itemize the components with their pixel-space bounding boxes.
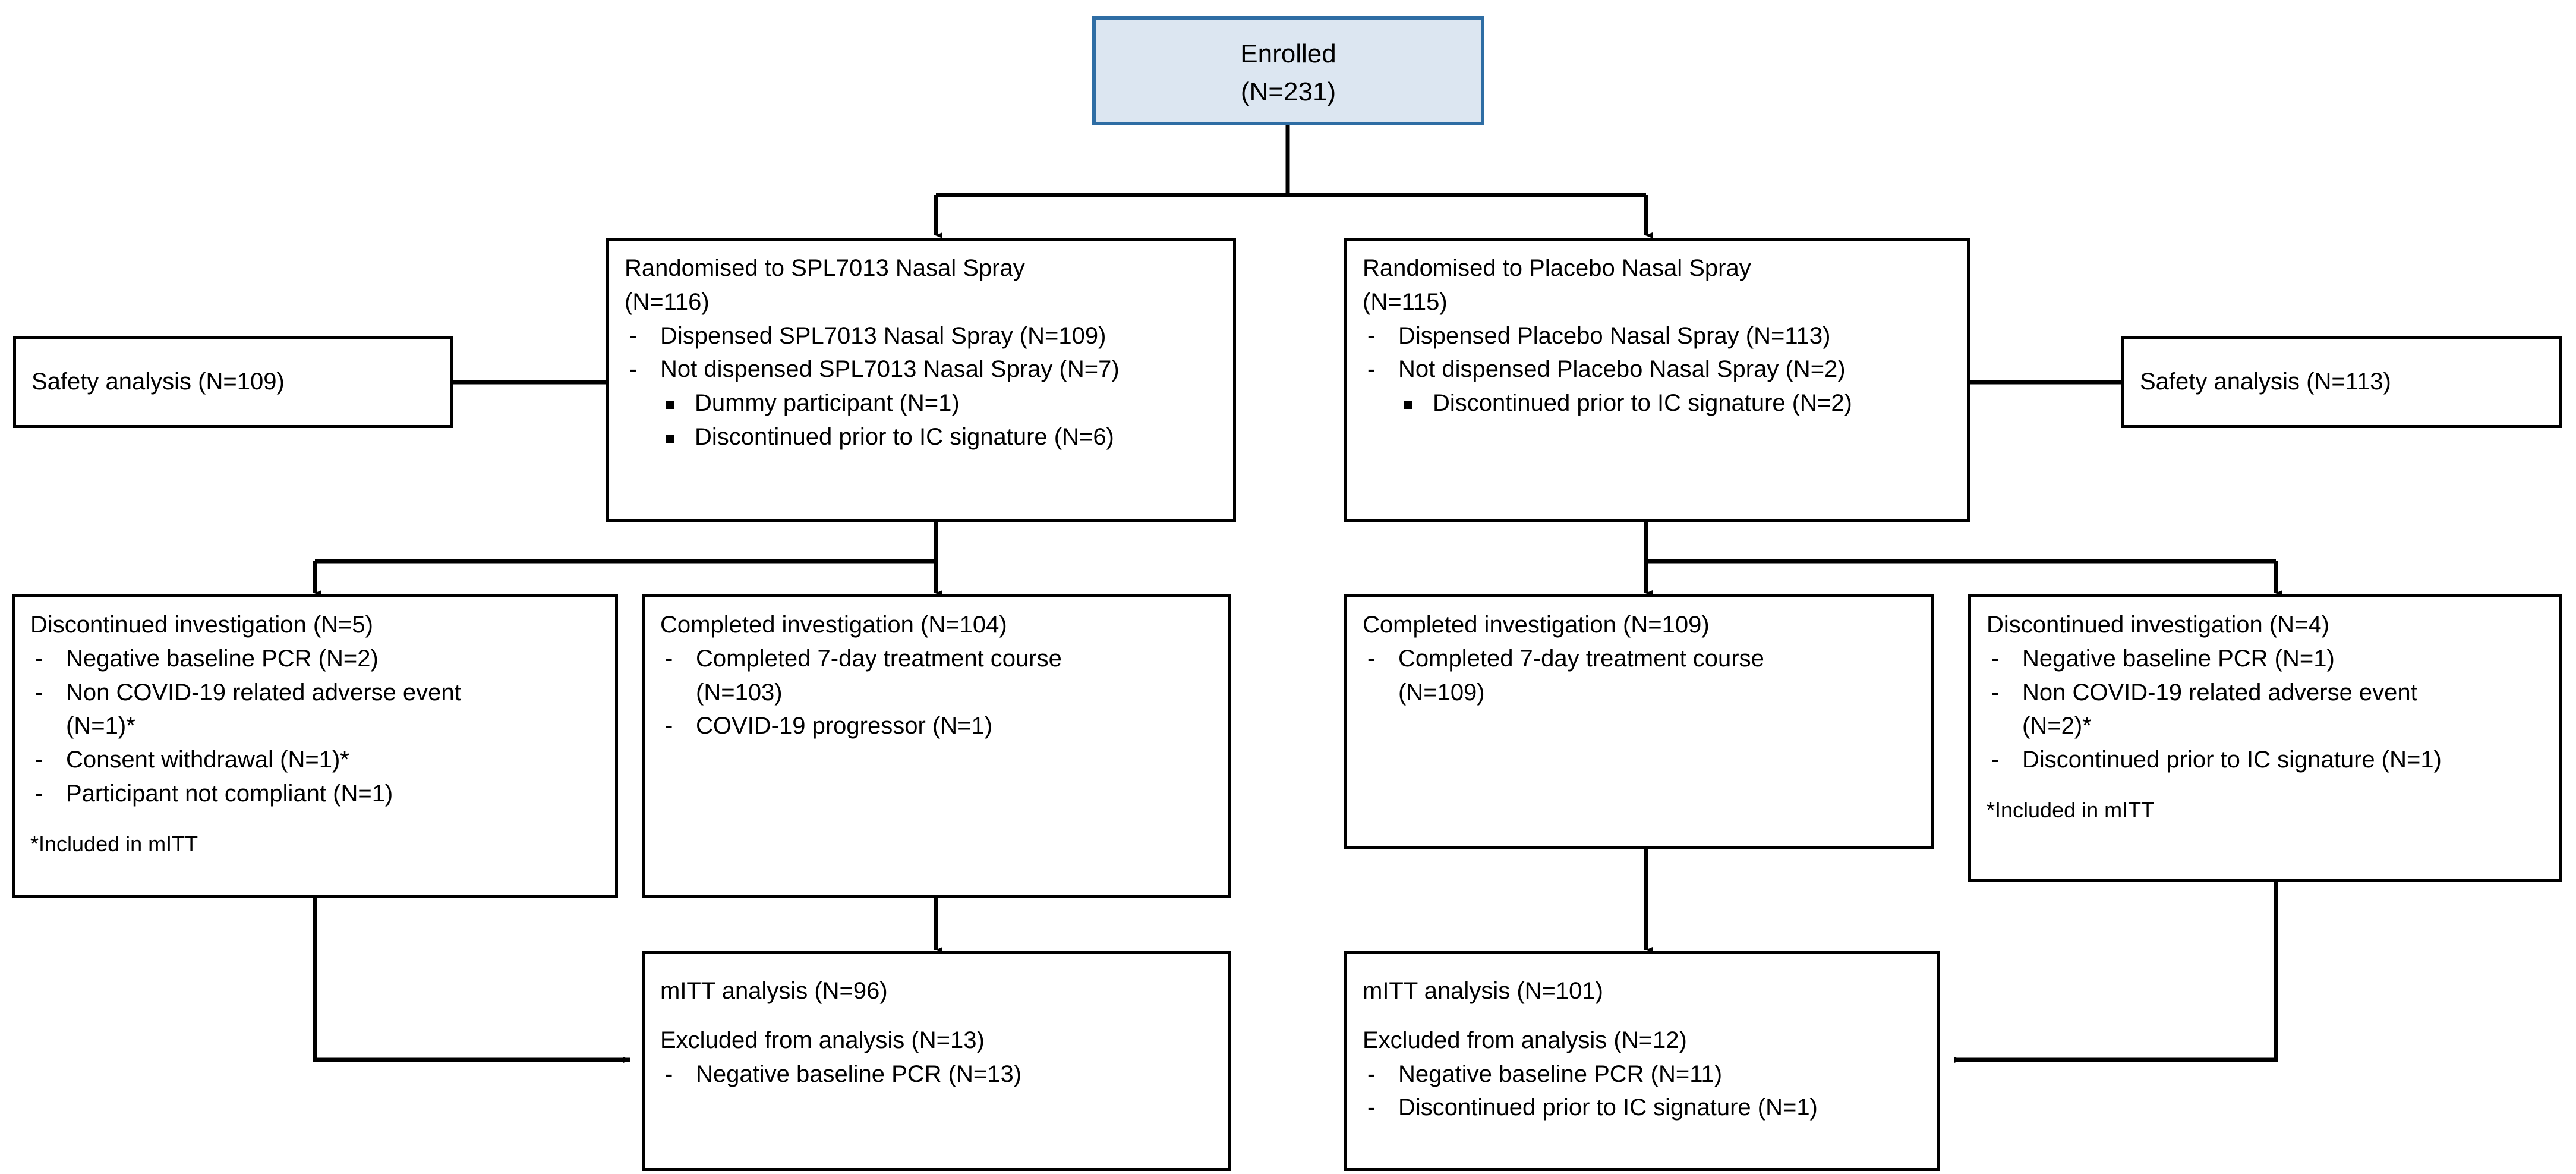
completed-right-title: Completed investigation (N=109) xyxy=(1363,612,1710,638)
spacer xyxy=(1363,1008,1922,1024)
list-item: COVID-19 progressor (N=1) xyxy=(660,709,1213,743)
list-item: Discontinued prior to IC signature (N=6) xyxy=(658,420,1218,454)
list-item: Discontinued prior to IC signature (N=2) xyxy=(1396,386,1951,420)
list-item: Completed 7-day treatment course (N=109) xyxy=(1363,642,1915,710)
mitt-right-title: mITT analysis (N=101) xyxy=(1363,978,1603,1004)
mitt-left-title: mITT analysis (N=96) xyxy=(660,978,888,1004)
discontinued-right-items: Negative baseline PCR (N=1) Non COVID-19… xyxy=(1987,642,2544,777)
mitt-right-excluded-title: Excluded from analysis (N=12) xyxy=(1363,1027,1687,1053)
safety-right-label: Safety analysis (N=113) xyxy=(2140,369,2391,395)
list-item: Dispensed SPL7013 Nasal Spray (N=109) xyxy=(625,319,1218,353)
discontinued-left-footnote: *Included in mITT xyxy=(30,831,198,856)
box-discontinued-left: Discontinued investigation (N=5) Negativ… xyxy=(12,594,618,898)
box-mitt-right: mITT analysis (N=101) Excluded from anal… xyxy=(1344,951,1940,1171)
box-safety-analysis-right: Safety analysis (N=113) xyxy=(2121,336,2562,428)
list-item: Non COVID-19 related adverse event (N=1)… xyxy=(30,676,600,744)
box-enrolled: Enrolled (N=231) xyxy=(1092,16,1484,125)
list-item: Not dispensed SPL7013 Nasal Spray (N=7) xyxy=(625,352,1218,386)
list-item: Dummy participant (N=1) xyxy=(658,386,1218,420)
mitt-right-items: Negative baseline PCR (N=11) Discontinue… xyxy=(1363,1057,1922,1125)
mitt-left-excluded-title: Excluded from analysis (N=13) xyxy=(660,1027,985,1053)
list-item: Negative baseline PCR (N=13) xyxy=(660,1057,1213,1091)
arm-placebo-title: Randomised to Placebo Nasal Spray (N=115… xyxy=(1363,255,1751,315)
arm-placebo-subitems: Discontinued prior to IC signature (N=2) xyxy=(1363,386,1951,420)
box-mitt-left: mITT analysis (N=96) Excluded from analy… xyxy=(642,951,1231,1171)
list-item: Not dispensed Placebo Nasal Spray (N=2) xyxy=(1363,352,1951,386)
list-item: Participant not compliant (N=1) xyxy=(30,777,600,811)
completed-right-items: Completed 7-day treatment course (N=109) xyxy=(1363,642,1915,710)
enrolled-count: (N=231) xyxy=(1240,77,1336,106)
list-item: Completed 7-day treatment course (N=103) xyxy=(660,642,1213,710)
list-item: Negative baseline PCR (N=1) xyxy=(1987,642,2544,676)
box-randomised-placebo: Randomised to Placebo Nasal Spray (N=115… xyxy=(1344,238,1970,522)
list-item: Negative baseline PCR (N=11) xyxy=(1363,1057,1922,1091)
spacer xyxy=(660,1008,1213,1024)
box-completed-right: Completed investigation (N=109) Complete… xyxy=(1344,594,1934,849)
discontinued-left-title: Discontinued investigation (N=5) xyxy=(30,612,373,638)
list-item: Non COVID-19 related adverse event (N=2)… xyxy=(1987,676,2544,744)
list-item: Consent withdrawal (N=1)* xyxy=(30,743,600,777)
list-item: Discontinued prior to IC signature (N=1) xyxy=(1987,743,2544,777)
discontinued-right-footnote: *Included in mITT xyxy=(1987,797,2155,822)
list-item: Discontinued prior to IC signature (N=1) xyxy=(1363,1091,1922,1125)
box-randomised-spl7013: Randomised to SPL7013 Nasal Spray (N=116… xyxy=(606,238,1236,522)
arm-spl-title: Randomised to SPL7013 Nasal Spray (N=116… xyxy=(625,255,1025,315)
enrolled-label: Enrolled xyxy=(1240,39,1336,68)
arm-placebo-items: Dispensed Placebo Nasal Spray (N=113) No… xyxy=(1363,319,1951,387)
box-safety-analysis-left: Safety analysis (N=109) xyxy=(13,336,453,428)
mitt-left-items: Negative baseline PCR (N=13) xyxy=(660,1057,1213,1091)
safety-left-label: Safety analysis (N=109) xyxy=(31,369,285,395)
arm-spl-items: Dispensed SPL7013 Nasal Spray (N=109) No… xyxy=(625,319,1218,387)
arm-spl-subitems: Dummy participant (N=1) Discontinued pri… xyxy=(625,386,1218,454)
list-item: Dispensed Placebo Nasal Spray (N=113) xyxy=(1363,319,1951,353)
completed-left-title: Completed investigation (N=104) xyxy=(660,612,1007,638)
box-discontinued-right: Discontinued investigation (N=4) Negativ… xyxy=(1968,594,2562,882)
box-completed-left: Completed investigation (N=104) Complete… xyxy=(642,594,1231,898)
discontinued-left-items: Negative baseline PCR (N=2) Non COVID-19… xyxy=(30,642,600,811)
discontinued-right-title: Discontinued investigation (N=4) xyxy=(1987,612,2329,638)
list-item: Negative baseline PCR (N=2) xyxy=(30,642,600,676)
completed-left-items: Completed 7-day treatment course (N=103)… xyxy=(660,642,1213,743)
